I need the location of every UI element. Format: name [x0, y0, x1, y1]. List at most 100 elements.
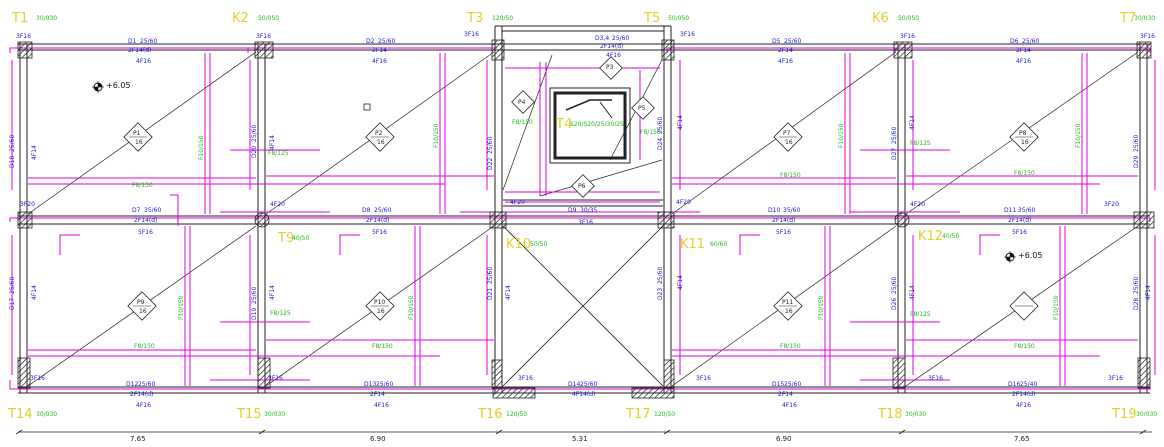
- bar-label-mid-4: 4F20: [910, 201, 925, 208]
- slab-tag-p4: P4: [511, 90, 535, 114]
- column-size-t4: S20/S20/25/30/25: [570, 121, 624, 128]
- column-size-t1: 30/030: [36, 15, 57, 22]
- vbeam-bar-7: 4F14: [505, 285, 512, 300]
- beam-size-d6: 25/60: [1022, 38, 1039, 45]
- slab-tag-p5: P5: [631, 96, 655, 120]
- column-size-t9: 40/50: [292, 235, 309, 242]
- column-labels: T1 30/030 K2 50/050 T3 120/50 T5 50/050 …: [7, 11, 1157, 422]
- bar-label-mid-3: 4F20: [676, 199, 691, 206]
- slab-bar-label-10: F8/125: [270, 310, 291, 317]
- vbeam-name-d20: D20: [251, 146, 258, 158]
- column-label-k11: K11: [680, 237, 705, 252]
- dimension-labels: 7.65 6.90 5.31 6.90 7.65: [130, 435, 1030, 443]
- beam-size-d16: 25/40: [1020, 381, 1037, 388]
- beam-bot-d12: 4F16: [136, 402, 151, 409]
- bar-label-mid-2: 4F20: [510, 199, 525, 206]
- bar-label-bot-2: 3F16: [268, 375, 283, 382]
- beam-size-d12: 25/60: [138, 381, 155, 388]
- column-size-k6: 50/050: [898, 15, 919, 22]
- beam-top-d15: 2F14: [778, 391, 793, 398]
- beam-size-d13: 25/60: [376, 381, 393, 388]
- vbeam-size-d23: 25/60: [657, 267, 664, 284]
- beam-size-d1: 25/60: [140, 38, 157, 45]
- beam-size-d10: 35/60: [783, 207, 800, 214]
- vbeam-size-d20: 25/60: [251, 125, 258, 142]
- column-size-t19: 30/030: [1136, 411, 1157, 418]
- beam-top-d7: 2F14(d): [134, 217, 157, 224]
- column-size-t14: 30/030: [36, 411, 57, 418]
- slab-tag-p8-name: P8: [1019, 130, 1027, 137]
- vbeam-name-d17: D17: [9, 298, 16, 310]
- beam-bot-d5: 4F16: [778, 58, 793, 65]
- slab-tag-p7-thk: 16: [785, 139, 793, 146]
- bar-label-mid-1: 4F20: [270, 201, 285, 208]
- vbeam-name-d21: D21: [487, 288, 494, 300]
- elevation-mark-2: +6.05: [1004, 251, 1043, 263]
- beam-size-d2: 25/60: [378, 38, 395, 45]
- bar-label-top-5: 3F16: [900, 33, 915, 40]
- core-opening: [502, 87, 664, 387]
- elevation-text-1: +6.05: [106, 81, 131, 90]
- beam-top-d10: 2F14(d): [772, 217, 795, 224]
- slab-bar-label-11: F8/125: [910, 311, 931, 318]
- beam-size-d8: 25/60: [374, 207, 391, 214]
- slab-bar-label-4: F8/125: [268, 150, 289, 157]
- vbeam-name-d23: D23: [657, 288, 664, 300]
- vbeam-bar-4: 4F14: [909, 115, 916, 130]
- slab-tag-p9-name: P9: [137, 299, 145, 306]
- beam-size-d5: 25/60: [784, 38, 801, 45]
- vbeam-size-d27: 25/60: [891, 127, 898, 144]
- column-label-t4: T4: [555, 117, 572, 132]
- beam-name-d1: D1: [128, 38, 137, 45]
- slab-tag-p9: P9 16: [127, 291, 157, 321]
- elevation-mark-1: +6.05: [92, 81, 131, 93]
- column-size-t16: 120/50: [506, 411, 527, 418]
- vbeam-size-d17: 25/60: [9, 277, 16, 294]
- dimension-1: 7.65: [130, 435, 146, 443]
- beam-name-d12: D12: [126, 381, 138, 388]
- vbeam-size-d22: 25/60: [487, 137, 494, 154]
- column-size-t15: 30/030: [264, 411, 285, 418]
- vbeam-name-d18: D18: [9, 156, 16, 168]
- column-boxes: [17, 39, 1155, 399]
- column-label-k10: K10: [506, 237, 531, 252]
- column-size-k12: 40/50: [942, 233, 959, 240]
- small-marker: [363, 103, 371, 111]
- beam-top-d6: 2F14: [1016, 47, 1031, 54]
- slab-bar-label-21: F8/150: [640, 129, 661, 136]
- column-size-k10: 50/50: [530, 241, 547, 248]
- beam-size-d14: 25/60: [580, 381, 597, 388]
- vbeam-size-d26: 25/60: [891, 277, 898, 294]
- beam-name-d16: D16: [1008, 381, 1020, 388]
- beam-size-d3: 25/60: [612, 35, 629, 42]
- slab-bar-label-2: F8/150: [780, 172, 801, 179]
- column-label-t1: T1: [11, 11, 28, 26]
- round-columns: [254, 212, 910, 228]
- slab-rebar-labels: F8/150 F8/150 F8/150 F8/125 F8/125 F8/15…: [132, 119, 1082, 350]
- beam-labels: D1 25/60 2F14(d) 4F16 D2 25/60 2F14 4F16…: [126, 35, 1039, 409]
- beam-bot-d16: 4F16: [1016, 402, 1031, 409]
- bar-label-bot-4: 3F16: [696, 375, 711, 382]
- slab-tag-p3-name: P3: [606, 64, 614, 71]
- slab-tag-p10-thk: 16: [377, 308, 385, 315]
- slab-tag-p6: P6: [571, 174, 595, 198]
- slab-tag-p2: P2 16: [365, 122, 395, 152]
- beam-name-d14: D14: [568, 381, 580, 388]
- beam-size-d7: 35/60: [144, 207, 161, 214]
- slab-bar-label-15: F10/150: [1075, 123, 1082, 148]
- beam-bot-d13: 4F16: [374, 402, 389, 409]
- beam-top-d2: 2F14: [372, 47, 387, 54]
- beam-name-d6: D6: [1010, 38, 1019, 45]
- vbeam-bar-2: 4F14: [269, 135, 276, 150]
- elevation-text-2: +6.05: [1018, 251, 1043, 260]
- bar-label-bot-6: 3F16: [1108, 375, 1123, 382]
- slab-bar-label-6: F8/150: [134, 343, 155, 350]
- beam-bot-d11: 5F16: [1012, 229, 1027, 236]
- bar-label-end-2: 3F20: [1104, 201, 1119, 208]
- dimension-2: 6.90: [370, 435, 386, 443]
- beam-name-d3: D3,4: [595, 35, 609, 42]
- slab-bar-label-5: F8/125: [910, 140, 931, 147]
- bar-label-bot-3: 3F16: [518, 375, 533, 382]
- column-label-t14: T14: [7, 407, 32, 422]
